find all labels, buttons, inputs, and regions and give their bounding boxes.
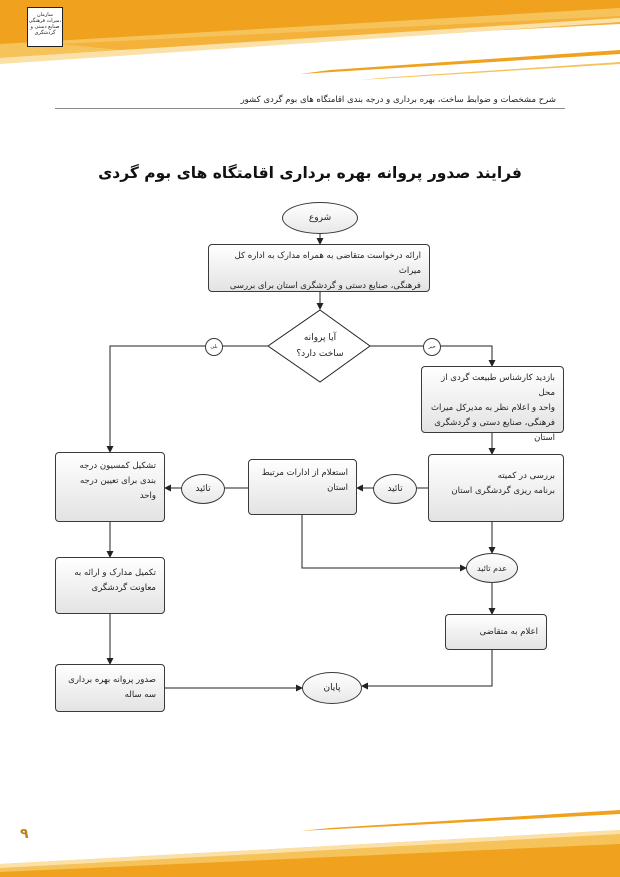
not-approved-circle: عدم تائید xyxy=(466,553,518,583)
approve-circle-1: تائید xyxy=(373,474,417,504)
approve-circle-2: تائید xyxy=(181,474,225,504)
yes-branch-label: بلی xyxy=(205,338,223,356)
box-text-line: معاونت گردشگری xyxy=(91,583,156,593)
permit-decision-label: آیا پروانه ساخت دارد؟ xyxy=(282,330,358,362)
box-text-line: استان xyxy=(327,483,348,493)
box-text-line: سه ساله xyxy=(124,690,156,700)
decision-text-line: آیا پروانه xyxy=(303,333,337,343)
logo-text-line: سازمان xyxy=(36,12,53,18)
submit-request-box: ارائه درخواست متقاضی به همراه مدارک به ا… xyxy=(208,244,430,292)
page-number: ۹ xyxy=(20,826,29,842)
organization-logo: سازمان میراث فرهنگی، صنایع دستی و گردشگر… xyxy=(27,7,63,47)
box-text-line: بازدید کارشناس طبیعت گردی از محل xyxy=(441,373,555,398)
box-text-line: واحد xyxy=(139,491,156,501)
box-text-line: فرهنگی، صنایع دستی و گردشگری استان برای … xyxy=(229,281,421,291)
box-text-line: استعلام از ادارات مرتبط xyxy=(261,468,348,478)
issue-permit-box: صدور پروانه بهره برداری سه ساله xyxy=(55,664,165,712)
top-decorative-banner xyxy=(0,0,620,80)
box-text-line: تشکیل کمسیون درجه xyxy=(79,461,157,471)
committee-review-box: بررسی در کمیته برنامه ریزی گردشگری استان xyxy=(428,454,564,522)
inquiry-box: استعلام از ادارات مرتبط استان xyxy=(248,459,357,515)
decision-text-line: ساخت دارد؟ xyxy=(296,349,344,359)
box-text-line: فرهنگی، صنایع دستی و گردشگری استان xyxy=(434,418,555,443)
page-title: فرایند صدور پروانه بهره برداری اقامتگاه … xyxy=(98,164,522,182)
running-header: شرح مشخصات و ضوابط ساخت، بهره برداری و د… xyxy=(240,95,556,105)
end-terminal: پایان xyxy=(302,672,362,704)
logo-text-line: صنایع دستی و گردشگری xyxy=(30,24,60,36)
box-text-line: بندی برای تعیین درجه xyxy=(80,476,156,486)
box-text-line: بررسی در کمیته xyxy=(497,471,555,481)
complete-documents-box: تکمیل مدارک و ارائه به معاونت گردشگری xyxy=(55,557,165,614)
grading-commission-box: تشکیل کمسیون درجه بندی برای تعیین درجه و… xyxy=(55,452,165,522)
header-divider xyxy=(55,108,565,109)
box-text-line: صدور پروانه بهره برداری xyxy=(68,675,156,685)
start-terminal: شروع xyxy=(282,202,358,234)
box-text-line: برنامه ریزی گردشگری استان xyxy=(451,486,555,496)
box-text-line: ارائه درخواست متقاضی به همراه مدارک به ا… xyxy=(234,251,421,276)
box-text-line: تکمیل مدارک و ارائه به xyxy=(74,568,156,578)
notify-applicant-box: اعلام به متقاضی xyxy=(445,614,547,650)
logo-text-line: میراث فرهنگی، xyxy=(28,18,62,24)
bottom-decorative-banner xyxy=(0,810,620,877)
box-text-line: واحد و اعلام نظر به مدیرکل میراث xyxy=(431,403,555,413)
no-branch-label: خیر xyxy=(423,338,441,356)
site-visit-box: بازدید کارشناس طبیعت گردی از محل واحد و … xyxy=(421,366,564,443)
